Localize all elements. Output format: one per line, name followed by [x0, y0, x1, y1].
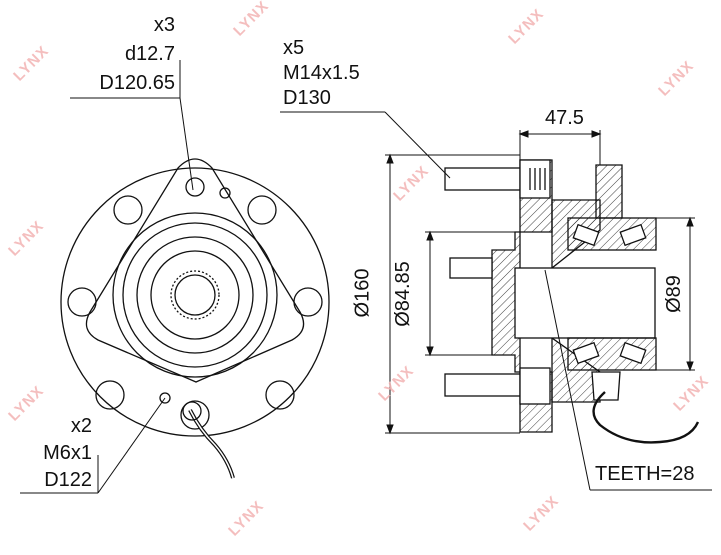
dim-dia-bearing-label: Ø89	[662, 275, 685, 313]
bolt-hole	[293, 287, 323, 317]
roller	[619, 341, 647, 365]
bolt-hole	[265, 380, 295, 410]
dim-width-label: 47.5	[545, 107, 584, 129]
hub-ring	[122, 222, 268, 368]
callout-bottom-qty: x2	[70, 415, 92, 437]
bolt-hole	[247, 195, 277, 225]
callout-bottom-thread: M6x1	[43, 442, 92, 464]
sensor-connector	[182, 401, 202, 421]
roller	[572, 223, 600, 247]
front-view	[60, 158, 330, 479]
sensor-plug	[591, 371, 621, 401]
callout-top-left-D: D120.65	[99, 72, 175, 94]
flange-outline	[60, 167, 330, 437]
hub-ring	[150, 250, 240, 340]
teeth-label: TEETH=28	[595, 463, 695, 485]
hub-ring	[136, 236, 254, 354]
mount-hole-bottom	[159, 392, 171, 404]
dimension-lines	[20, 60, 712, 494]
dim-dia-pilot-label: Ø84.85	[391, 261, 414, 327]
triangular-flange	[85, 158, 305, 383]
mount-ear-top	[595, 164, 623, 219]
callout-bottom-D: D122	[44, 469, 92, 491]
section-view	[444, 159, 700, 444]
callout-top-left-d: d12.7	[124, 43, 175, 65]
sensor-tab	[219, 187, 231, 199]
callout-stud-qty: x5	[283, 37, 305, 59]
sensor-lead	[592, 391, 700, 444]
roller	[572, 341, 600, 365]
wheel-stud-top	[444, 159, 551, 199]
roller	[619, 223, 647, 247]
spline-bore-inner	[174, 274, 216, 316]
callout-top-left-qty: x3	[153, 14, 175, 36]
sensor-wire-inner	[189, 409, 234, 479]
bolt-hole	[67, 287, 97, 317]
mount-hole-top	[185, 177, 205, 197]
bolt-hole	[180, 400, 210, 430]
callout-stud-thread: M14x1.5	[283, 62, 360, 84]
bolt-hole	[95, 380, 125, 410]
hub-ring-outer	[112, 212, 278, 378]
dim-dia-outer-label: Ø160	[351, 268, 374, 318]
spline-bore	[170, 270, 220, 320]
wheel-stud-mid	[449, 257, 493, 279]
callout-stud-D: D130	[283, 87, 331, 109]
bolt-hole	[113, 195, 143, 225]
bore	[514, 267, 656, 339]
wheel-stud-bottom	[444, 367, 551, 405]
